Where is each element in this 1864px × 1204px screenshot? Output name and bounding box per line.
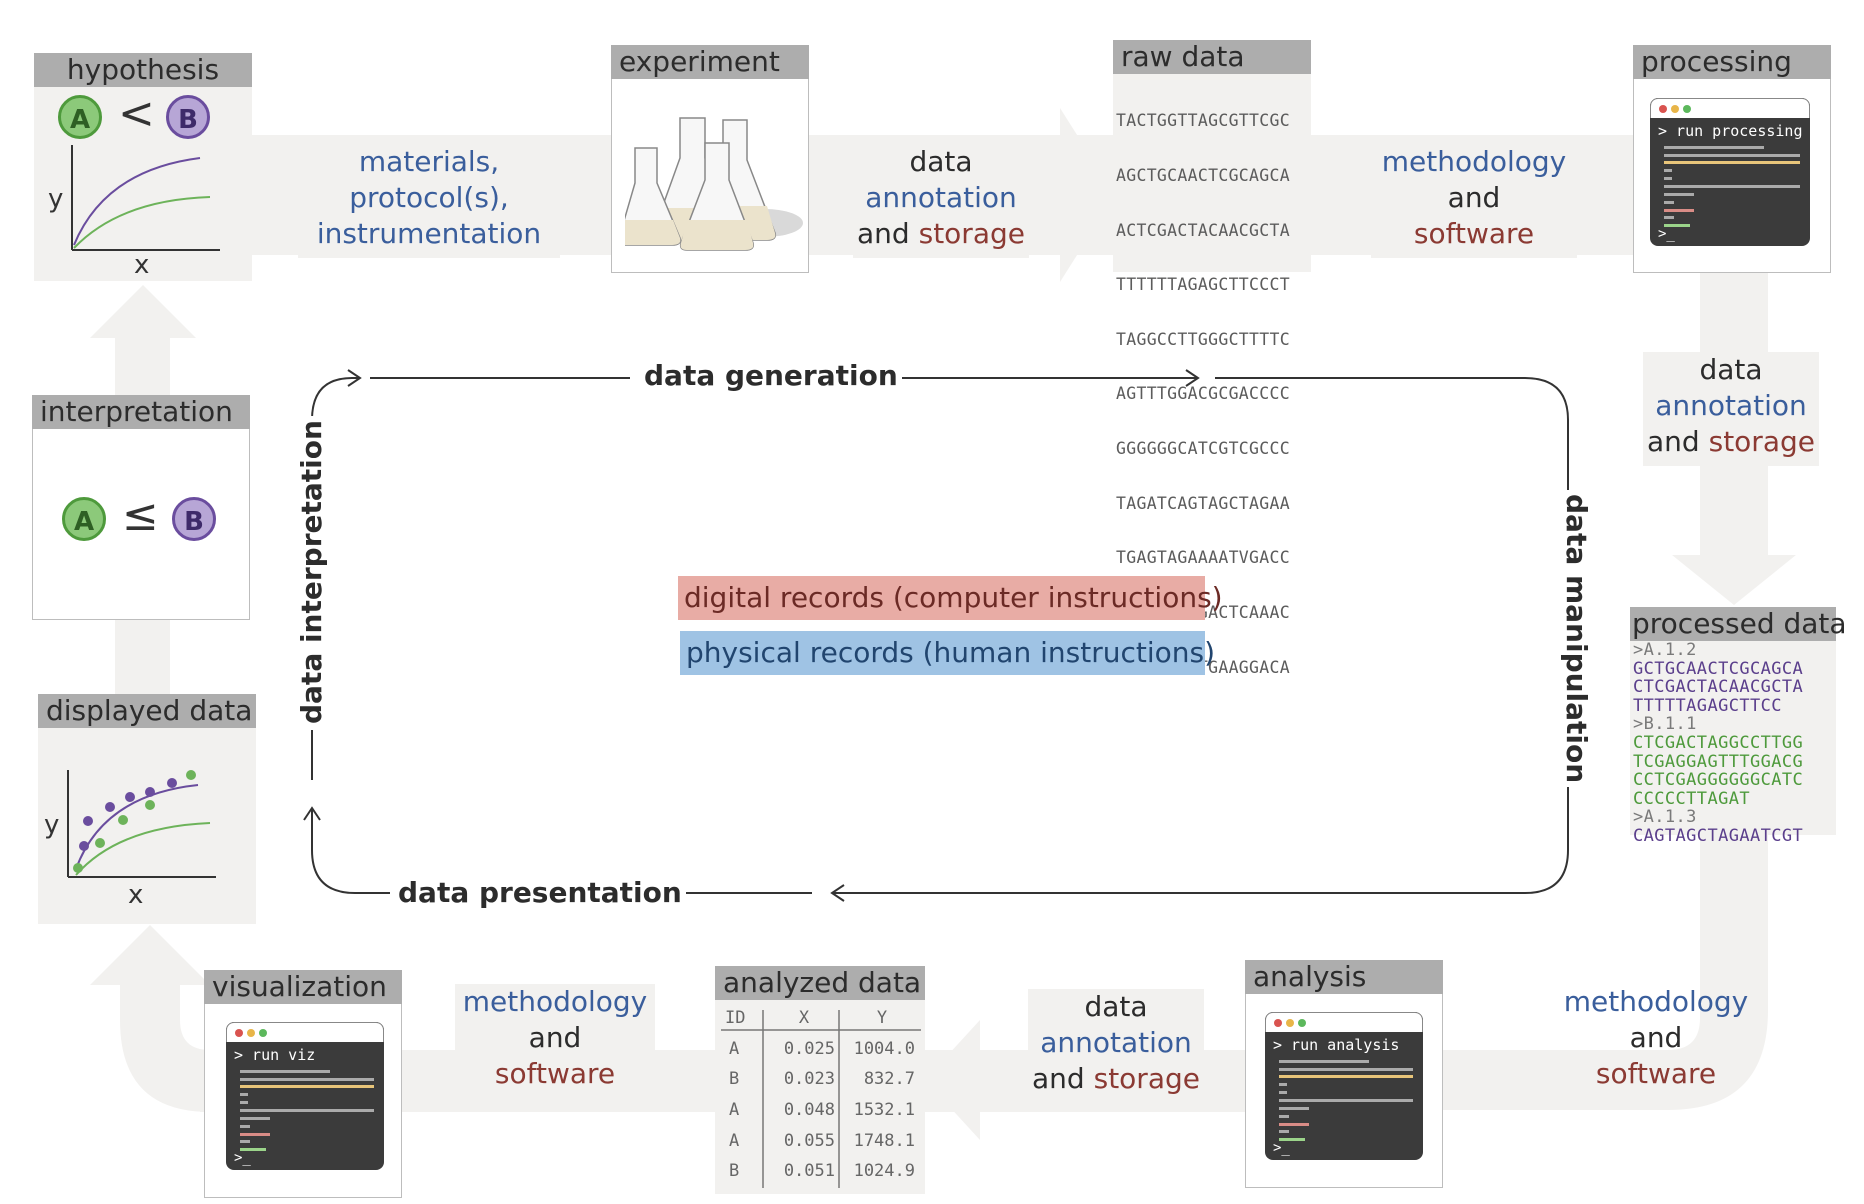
processed-seq: >A.1.2 — [1633, 640, 1697, 660]
hypothesis-plot — [71, 145, 220, 251]
flow-arrowhead-displayed — [90, 925, 210, 985]
displayed-data-header: displayed data — [38, 694, 256, 728]
annotation-label-right: data annotation and storage — [1643, 352, 1819, 466]
cycle-generation-label: data generation — [640, 360, 902, 392]
methodology-label-bottom-left: methodology and software — [455, 984, 655, 1098]
visualization-prompt: >_ — [234, 1150, 251, 1166]
raw-seq: TAGGCCTTGGGCTTTTC — [1116, 329, 1290, 349]
flow-left-band-upper — [115, 335, 170, 395]
interpretation-header: interpretation — [32, 395, 250, 429]
visualization-header: visualization — [204, 970, 402, 1004]
raw-seq: AGTTTGGACGCGACCCC — [1116, 384, 1290, 404]
raw-seq: TTTTTTAGAGCTTCCCT — [1116, 275, 1290, 295]
terminal-icon: > run viz >_ — [226, 1022, 384, 1170]
flow-bottom-left-curve — [120, 970, 210, 1112]
annotation-label-bottom: data annotation and storage — [1028, 989, 1204, 1103]
experiment-header: experiment — [611, 45, 809, 79]
hypothesis-panel — [34, 53, 252, 281]
table-cell: 1024.9 — [853, 1161, 915, 1181]
table-cell: A — [729, 1039, 740, 1059]
legend-physical: physical records (human instructions) — [680, 631, 1215, 675]
annotation-label-top: data annotation and storage — [853, 144, 1029, 258]
cycle-interpretation-label: data interpretation — [295, 416, 328, 728]
table-cell: 1748.1 — [853, 1131, 915, 1151]
flow-left-band-lower — [115, 620, 170, 700]
raw-data-header: raw data — [1113, 40, 1311, 74]
processed-seq: GCTGCAACTCGCAGCA — [1633, 658, 1804, 679]
raw-seq: TAGATCAGTAGCTAGAA — [1116, 493, 1290, 513]
displayed-x-label: x — [128, 880, 144, 910]
table-cell: 0.023 — [783, 1069, 835, 1089]
flow-arrowhead-analyzed — [925, 1020, 980, 1140]
processed-data-header: processed data — [1630, 607, 1847, 641]
terminal-icon: > run processing >_ — [1650, 98, 1810, 246]
hypothesis-x-label: x — [134, 250, 150, 280]
raw-seq: TGAGTAGAAAATVGACC — [1116, 548, 1290, 568]
cycle-presentation-label: data presentation — [394, 877, 686, 909]
processed-seq: CTCGACTACAACGCTA — [1633, 677, 1804, 698]
raw-data-panel — [1113, 40, 1311, 272]
table-cell: 0.048 — [783, 1100, 835, 1120]
processed-data-panel — [1630, 607, 1836, 835]
raw-seq: ACTCGACTACAACGCTA — [1116, 220, 1290, 240]
processing-prompt: >_ — [1658, 226, 1675, 242]
processed-seq: >A.1.3 — [1633, 807, 1697, 828]
processed-seq: TTTTTAGAGCTTCC — [1633, 695, 1782, 716]
processed-seq: >B.1.1 — [1633, 714, 1697, 735]
table-cell: 0.051 — [783, 1161, 835, 1181]
circle-a-icon: A — [58, 95, 102, 139]
processed-seq: TCGAGGAGTTTGGACG — [1633, 751, 1804, 772]
hypothesis-relation: < — [118, 88, 155, 139]
analyzed-data-panel — [715, 966, 925, 1194]
processing-command: > run processing — [1658, 122, 1803, 140]
flow-arrowhead-raw — [1060, 108, 1115, 282]
legend-digital: digital records (computer instructions) — [678, 576, 1223, 620]
analyzed-table-grid — [721, 1010, 921, 1188]
table-header-cell: Y — [876, 1008, 888, 1028]
table-cell: A — [729, 1100, 740, 1120]
circle-a-icon: A — [62, 497, 106, 541]
processing-header: processing — [1633, 45, 1831, 79]
processed-seq: CTCGACTAGGCCTTGG — [1633, 732, 1804, 753]
table-cell: 0.025 — [783, 1039, 835, 1059]
analyzed-data-header: analyzed data — [715, 966, 925, 1000]
hypothesis-y-label: y — [48, 184, 64, 214]
flow-arrowhead-processed — [1672, 555, 1796, 605]
processed-seq: CCCCCTTAGAT — [1633, 788, 1750, 809]
analysis-command: > run analysis — [1273, 1036, 1400, 1054]
displayed-y-label: y — [44, 810, 60, 840]
methodology-label-bottom-right: methodology and software — [1563, 985, 1749, 1090]
processed-seq: CAGTAGCTAGAATCGT — [1633, 825, 1804, 846]
table-cell: 0.055 — [783, 1131, 835, 1151]
processed-seq: CCTCGAGGGGGGCATC — [1633, 770, 1804, 791]
flask-icon — [625, 117, 803, 251]
table-cell: 832.7 — [863, 1069, 915, 1089]
circle-b-icon: B — [166, 95, 210, 139]
cycle-manipulation-label: data manipulation — [1560, 490, 1593, 788]
displayed-plot — [67, 770, 216, 878]
table-cell: A — [729, 1131, 740, 1151]
table-cell: 1004.0 — [853, 1039, 915, 1059]
hypothesis-header: hypothesis — [34, 53, 252, 87]
analysis-header: analysis — [1245, 960, 1443, 994]
table-header-cell: ID — [725, 1008, 746, 1028]
materials-label: materials, protocol(s), instrumentation — [298, 144, 560, 258]
flow-arrowhead-hypothesis — [90, 285, 196, 338]
raw-seq: TACTGGTTAGCGTTCGC — [1116, 111, 1290, 131]
methodology-label-top: methodology and software — [1371, 144, 1577, 258]
table-cell: B — [729, 1161, 740, 1181]
analysis-prompt: >_ — [1273, 1140, 1290, 1156]
table-cell: 1532.1 — [853, 1100, 915, 1120]
terminal-icon: > run analysis >_ — [1265, 1012, 1423, 1160]
visualization-command: > run viz — [234, 1046, 316, 1064]
raw-seq: AGCTGCAACTCGCAGCA — [1116, 166, 1290, 186]
raw-seq: GGGGGGCATCGTCGCCC — [1116, 439, 1290, 459]
circle-b-icon: B — [172, 497, 216, 541]
table-cell: B — [729, 1069, 740, 1089]
interpretation-relation: ≤ — [122, 490, 159, 541]
table-header-cell: X — [798, 1008, 810, 1028]
